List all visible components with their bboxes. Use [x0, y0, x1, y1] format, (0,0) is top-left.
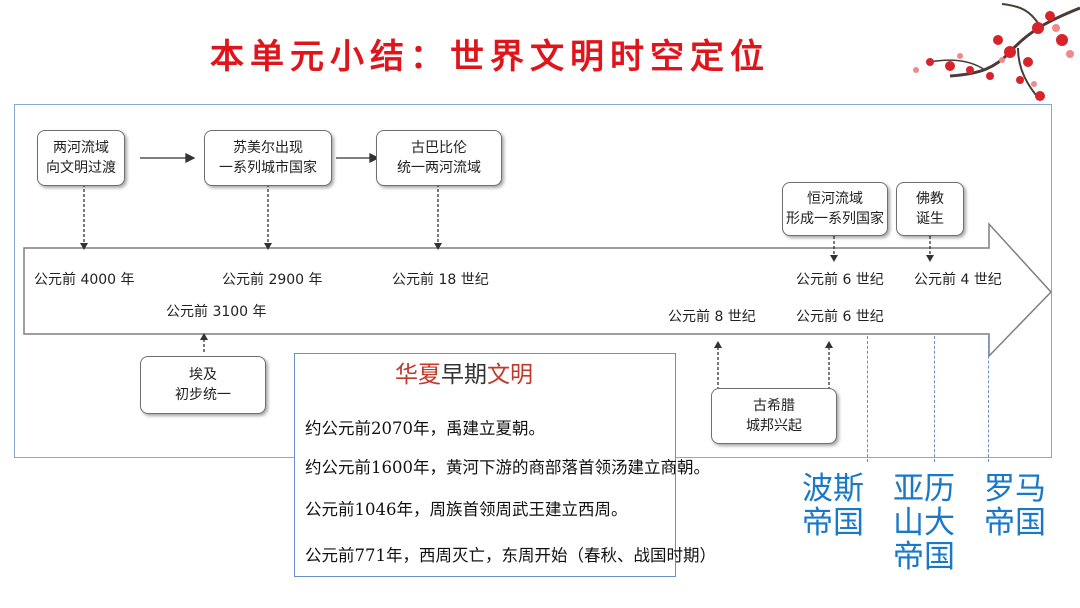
label-bc6c-bottom: 公元前 6 世纪	[796, 309, 884, 325]
timeline-arrow-icon	[23, 152, 1053, 388]
label-bc2900: 公元前 2900 年	[222, 272, 323, 288]
box-egypt: 埃及 初步统一	[140, 356, 266, 414]
label-bc4000: 公元前 4000 年	[34, 272, 135, 288]
panel-line-shang: 约公元前1600年，黄河下游的商部落首领汤建立商朝。	[305, 458, 710, 477]
panel-line-west-zhou: 公元前1046年，周族首领周武王建立西周。	[305, 500, 628, 519]
china-early-civilization-panel: 华夏早期文明 约公元前2070年，禹建立夏朝。 约公元前1600年，黄河下游的商…	[294, 353, 716, 577]
label-bc3100: 公元前 3100 年	[166, 304, 267, 320]
box-babylon: 古巴比伦 统一两河流域	[376, 130, 502, 186]
box-sumer-cities: 苏美尔出现 一系列城市国家	[204, 130, 332, 186]
label-bc18c: 公元前 18 世纪	[392, 272, 489, 288]
label-bc8c: 公元前 8 世纪	[668, 309, 756, 325]
page-title: 本单元小结：世界文明时空定位	[210, 37, 770, 77]
separator-line	[867, 336, 868, 462]
panel-line-xia: 约公元前2070年，禹建立夏朝。	[305, 419, 545, 438]
box-buddhism: 佛教 诞生	[896, 182, 964, 236]
box-mesopotamia-transition: 两河流域 向文明过渡	[37, 130, 125, 186]
empire-rome: 罗马 帝国	[984, 471, 1046, 541]
label-bc6c-top: 公元前 6 世纪	[796, 272, 884, 288]
panel-title: 华夏早期文明	[395, 362, 533, 388]
panel-line-east-zhou: 公元前771年，西周灭亡，东周开始（春秋、战国时期）	[305, 546, 716, 565]
box-greece: 古希腊 城邦兴起	[711, 388, 837, 444]
empire-persia: 波斯 帝国	[802, 471, 864, 541]
separator-line	[934, 336, 935, 462]
label-bc4c: 公元前 4 世纪	[914, 272, 1002, 288]
box-ganges-states: 恒河流域 形成一系列国家	[782, 182, 888, 236]
empire-alexander: 亚历 山大 帝国	[893, 471, 955, 575]
separator-line	[988, 336, 989, 462]
plum-blossom-branch-icon	[913, 3, 1080, 101]
